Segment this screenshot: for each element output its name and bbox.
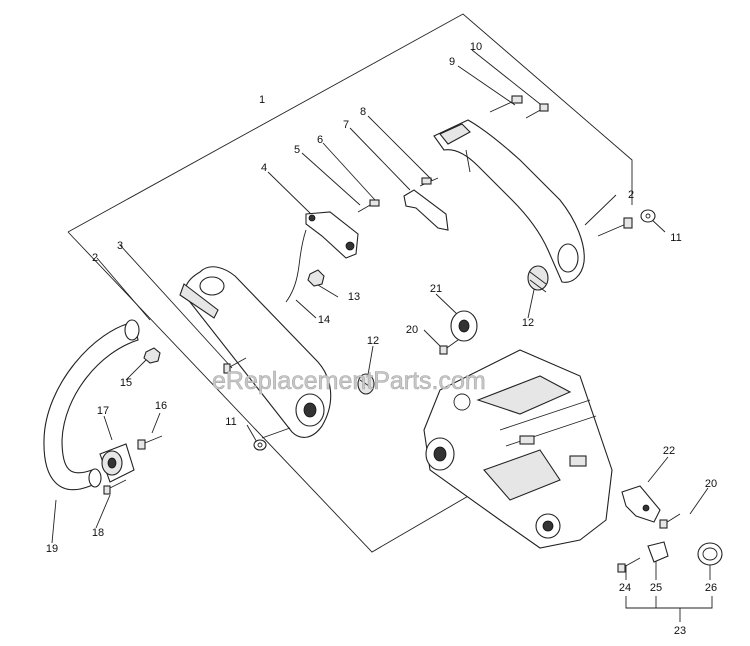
callout-9: 9	[449, 56, 455, 68]
handle-cover-3	[179, 266, 332, 439]
callout-21: 21	[430, 283, 442, 295]
callout-11-left: 11	[225, 416, 236, 428]
callout-17: 17	[97, 405, 109, 417]
callout-26: 26	[705, 582, 717, 594]
washer-11-right	[640, 209, 656, 223]
front-handle-bar	[43, 319, 140, 491]
callout-24: 24	[619, 582, 631, 594]
callout-14: 14	[318, 314, 330, 326]
callout-7: 7	[343, 119, 349, 131]
callout-23: 23	[674, 625, 686, 637]
bracket-4	[305, 177, 449, 259]
buffer-12-middle	[357, 373, 375, 395]
buffer-12-right	[527, 265, 549, 293]
callout-20-lower: 20	[705, 478, 717, 490]
bracket-22	[621, 485, 681, 529]
callout-25: 25	[650, 582, 662, 594]
washer-11-left	[253, 439, 267, 451]
callout-12-right: 12	[522, 317, 534, 329]
callout-8: 8	[360, 106, 366, 118]
callout-19: 19	[46, 543, 58, 555]
watermark: eReplacementParts.com	[212, 367, 486, 395]
callout-11-right: 11	[670, 232, 681, 244]
callout-3: 3	[117, 240, 123, 252]
callout-15: 15	[120, 377, 132, 389]
parts-24-26	[617, 541, 723, 573]
nut-15	[143, 347, 161, 364]
callout-2-right: 2	[628, 189, 634, 201]
leader-lines	[51, 49, 713, 622]
callout-10: 10	[470, 41, 482, 53]
crankcase-housing	[423, 349, 613, 549]
nut-13	[307, 269, 325, 287]
callout-13: 13	[348, 291, 360, 303]
rear-handle	[433, 95, 633, 283]
callout-18: 18	[92, 527, 104, 539]
callout-labels: 1 2 2 3 4 5 6 7 8 9 10 11 11 12 12 13 14…	[46, 41, 717, 637]
callout-1: 1	[259, 94, 265, 106]
callout-16: 16	[155, 400, 167, 412]
callout-20-upper: 20	[406, 324, 418, 336]
callout-4: 4	[261, 162, 267, 174]
handle-mount	[99, 435, 163, 495]
callout-22: 22	[663, 445, 675, 457]
callout-5: 5	[294, 144, 300, 156]
buffer-21	[439, 310, 478, 355]
assembly-frame	[67, 13, 633, 553]
wire-spring-14	[285, 229, 307, 303]
callout-12-middle: 12	[367, 335, 379, 347]
callout-6: 6	[317, 134, 323, 146]
callout-2-left: 2	[92, 252, 98, 264]
